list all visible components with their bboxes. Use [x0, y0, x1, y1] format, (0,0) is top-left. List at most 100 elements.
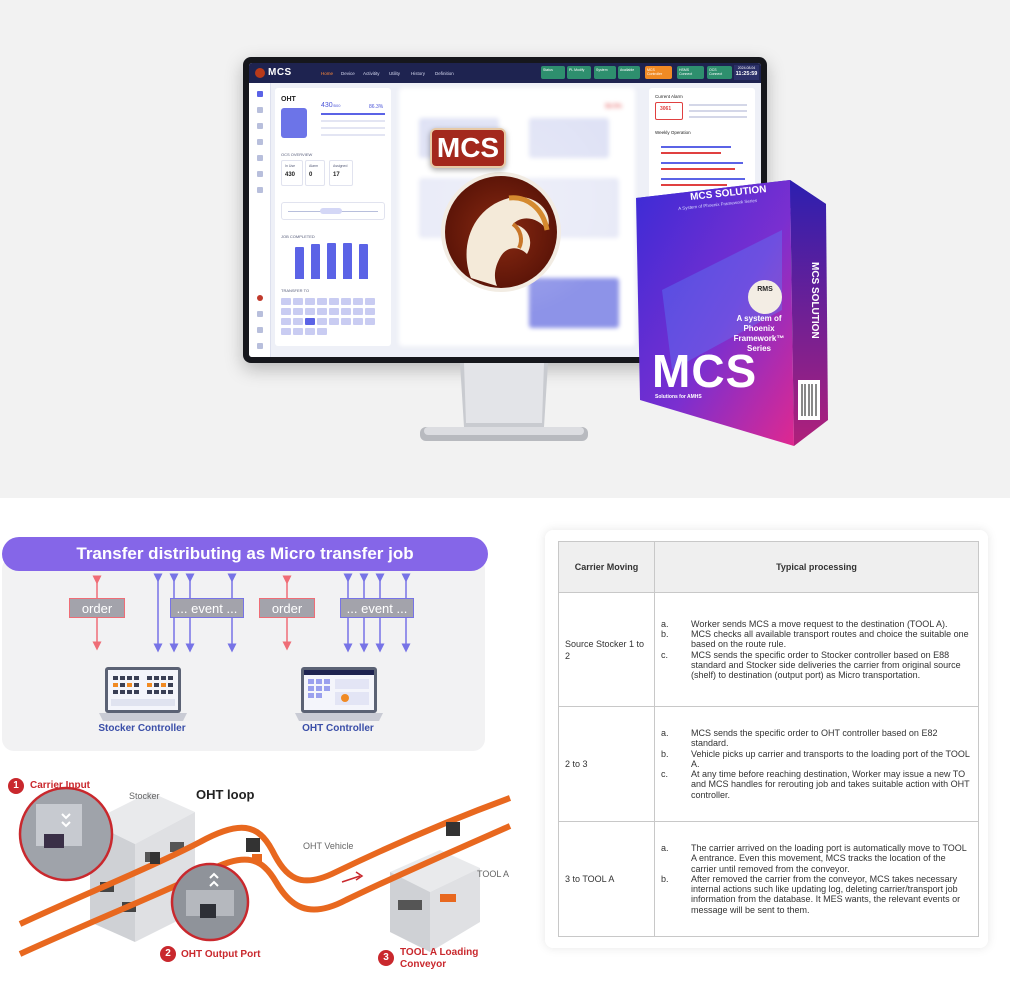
order-tag: order [69, 598, 125, 618]
stat-value: 0 [309, 172, 313, 178]
menu-activity[interactable]: Activitity [363, 71, 380, 76]
oht-loop-illustration [18, 786, 512, 957]
menu-history[interactable]: History [411, 71, 426, 76]
sidebar-definition-icon[interactable] [257, 171, 263, 177]
oht-panel: OHT 430/500 86.3% OCS OVERVIEW In Use 43… [275, 88, 391, 346]
menu-home[interactable]: Home [321, 71, 334, 76]
chip-pl-modify[interactable]: PL Modify [567, 66, 591, 79]
processing-table: Carrier Moving Typical processing Source… [558, 541, 979, 937]
step-2-badge: 2 [160, 946, 176, 962]
job-bar [359, 244, 368, 279]
sidebar-device-icon[interactable] [257, 107, 263, 113]
event-tag: ... event ... [170, 598, 244, 618]
app-logo: MCS [268, 67, 292, 78]
list-item: b.Vehicle picks up carrier and transport… [661, 748, 970, 769]
stocker-label: Stocker [129, 791, 160, 801]
carrier-input-label: Carrier Input [30, 780, 91, 791]
tool-a-label: TOOL A [477, 869, 510, 879]
sidebar-home-icon[interactable] [257, 91, 263, 97]
job-bar [311, 244, 320, 279]
menu-device[interactable]: Device [341, 71, 355, 76]
current-alarm-label: Current Alarm [655, 94, 683, 99]
stat-label: Alarm [309, 164, 319, 168]
step-1-badge: 1 [8, 778, 24, 794]
job-completed-label: JOB COMPLETED [281, 234, 315, 239]
carrier-moving-cell: 3 to TOOL A [558, 821, 655, 937]
list-item: b.MCS checks all available transport rou… [661, 629, 969, 650]
menu-definition[interactable]: Definition [435, 71, 454, 76]
table-row: 2 to 3 a.MCS sends the specific order to… [558, 706, 979, 822]
box-tagline: A system of Phoenix Framework™ Series [733, 314, 785, 353]
step-3-badge: 3 [378, 950, 394, 966]
oht-loop-label: OHT loop [196, 787, 255, 802]
oht-controller-label: OHT Controller [302, 723, 374, 734]
oht-controller-laptop [295, 667, 383, 721]
rms-badge: RMS [748, 280, 782, 314]
box-solution-line: Solutions for AMHS [655, 394, 702, 400]
sidebar-report-icon[interactable] [257, 187, 263, 193]
list-item: c.MCS sends the specific order to Stocke… [661, 649, 961, 680]
monitor-stand [420, 363, 588, 441]
tool-a-loading-conveyor-label: TOOL A Loading Conveyor [400, 947, 479, 970]
list-item: b.After removed the carrier from the con… [661, 873, 961, 915]
processing-cell: a.Worker sends MCS a move request to the… [654, 592, 979, 707]
oht-slider[interactable] [281, 202, 385, 220]
sidebar-chart-icon[interactable] [257, 327, 263, 333]
job-bar [327, 243, 336, 279]
sidebar-tool-icon[interactable] [257, 311, 263, 317]
stat-label: Assigned [333, 164, 348, 168]
chip-mcs-controller[interactable]: MCS Controller [645, 66, 672, 79]
column-header-typical-processing: Typical processing [654, 541, 979, 593]
mcs-logo-label: MCS [430, 128, 506, 168]
sidebar-history-icon[interactable] [257, 155, 263, 161]
distribution-title: Transfer distributing as Micro transfer … [2, 537, 488, 571]
stat-value: 430 [285, 172, 296, 178]
oht-device-icon [281, 108, 307, 138]
sidebar-utility-icon[interactable] [257, 139, 263, 145]
sidebar-activity-icon[interactable] [257, 123, 263, 129]
oht-progress [321, 113, 385, 115]
job-bar [295, 247, 304, 279]
sidebar-logo-icon [257, 295, 263, 301]
stocker-controller-laptop [99, 667, 187, 721]
processing-cell: a.The carrier arrived on the loading por… [654, 821, 979, 937]
stat-value: 17 [333, 172, 340, 178]
oht-percent: 86.3% [369, 104, 384, 110]
box-side-title: MCS SOLUTION [809, 262, 820, 339]
app-topbar: MCS Home Device Activitity Utility Histo… [249, 63, 761, 83]
processing-list: a.The carrier arrived on the loading por… [655, 843, 978, 914]
order-tag: order [259, 598, 315, 618]
stocker-controller-label: Stocker Controller [98, 723, 186, 734]
column-header-carrier-moving: Carrier Moving [558, 541, 655, 593]
list-item: a.The carrier arrived on the loading por… [661, 843, 967, 874]
weekly-operation-label: Weekly Operation [655, 130, 691, 135]
carrier-moving-cell: 2 to 3 [558, 706, 655, 822]
list-item: a.Worker sends MCS a move request to the… [661, 618, 948, 629]
processing-list: a.MCS sends the specific order to OHT co… [655, 728, 978, 799]
table-row: Source Stocker 1 to 2 a.Worker sends MCS… [558, 592, 979, 707]
clock: 2024.08.04 11:25:59 [734, 65, 759, 80]
chip-status[interactable]: Status [541, 66, 565, 79]
current-alarm-value: 3061 [660, 106, 672, 112]
clock-date: 2024.08.04 [737, 66, 756, 70]
ocs-overview-label: OCS OVERVIEW [281, 152, 313, 157]
chip-ocs-connect[interactable]: OCS Connect [707, 66, 732, 79]
hero-section: MCS Home Device Activitity Utility Histo… [0, 0, 1010, 498]
carrier-moving-cell: Source Stocker 1 to 2 [558, 592, 655, 707]
app-logo-icon [255, 68, 265, 78]
table-row: 3 to TOOL A a.The carrier arrived on the… [558, 821, 979, 937]
clock-time: 11:25:59 [735, 71, 758, 77]
chip-hsms-connect[interactable]: HSMS Connect [677, 66, 704, 79]
product-box [636, 180, 828, 446]
right-percent: 58.5% [605, 104, 623, 110]
chip-system[interactable]: System [594, 66, 616, 79]
chip-available[interactable]: Available [618, 66, 640, 79]
box-product-name: MCS [652, 345, 758, 397]
menu-utility[interactable]: Utility [389, 71, 400, 76]
sidebar-gear-icon[interactable] [257, 343, 263, 349]
oht-title: OHT [281, 96, 296, 103]
transfer-to-label: TRANSFER TO [281, 288, 310, 293]
list-item: a.MCS sends the specific order to OHT co… [661, 728, 938, 749]
oht-vehicle-label: OHT Vehicle [303, 841, 354, 851]
